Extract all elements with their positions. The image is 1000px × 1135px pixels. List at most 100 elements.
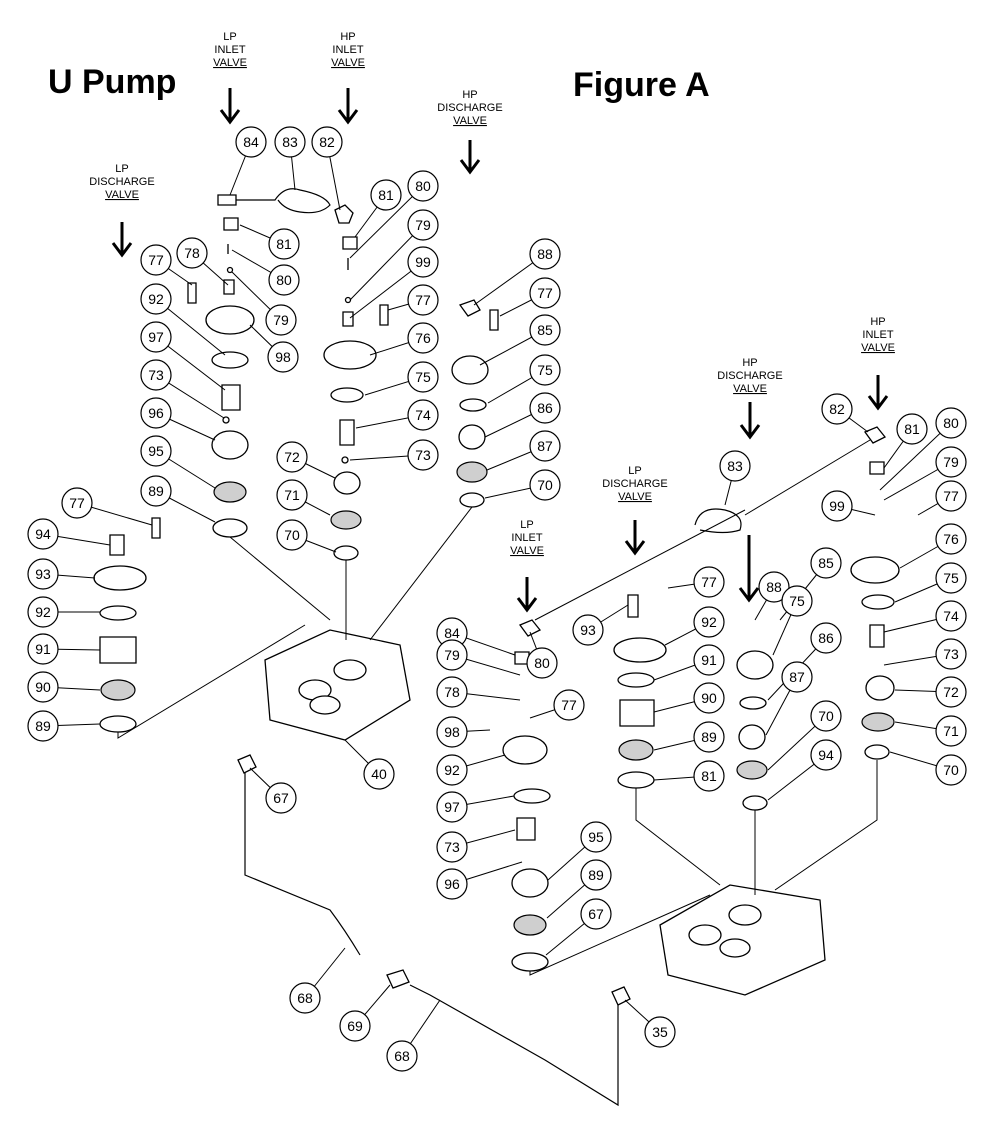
cover-93b [613,637,667,663]
part-balloon-90: 90 [27,671,101,703]
part-balloon-81: 81 [354,179,402,238]
callout-line: HP [462,89,477,101]
part-balloon-98: 98 [249,324,299,373]
sleeve-96b [511,868,549,898]
part-number: 77 [943,488,959,504]
balloon-circle [407,361,439,393]
part-balloon-97: 97 [140,321,226,391]
part-number: 89 [701,729,717,745]
oring-92c [513,788,551,804]
part-balloon-70: 70 [767,700,842,771]
tee-fitting-84 [217,194,237,206]
balloon-circle [140,475,172,507]
balloon-circle [821,490,853,522]
balloon-circle [370,179,402,211]
part-number: 73 [444,839,460,855]
part-number: 73 [148,367,164,383]
part-balloon-86: 86 [484,392,561,438]
part-number: 90 [35,679,51,695]
part-balloon-92: 92 [140,283,226,356]
balloon-circle [407,209,439,241]
down-arrow-icon [337,88,359,125]
part-balloon-95: 95 [547,821,612,881]
balloon-circle [896,413,928,445]
part-balloon-98: 98 [436,716,491,748]
part-number: 75 [943,570,959,586]
part-number: 40 [371,766,387,782]
seat-95 [213,481,247,503]
port-d [688,924,722,946]
leader-line [349,224,424,301]
oring-89d [617,771,655,789]
hose-83b [694,508,742,534]
balloon-circle [758,571,790,603]
callout-line: VALVE [331,57,365,69]
part-number: 80 [943,415,959,431]
leader-89 [229,536,331,621]
balloon-circle [810,700,842,732]
callout-line: VALVE [213,57,247,69]
balloon-circle [580,821,612,853]
part-number: 88 [537,246,553,262]
part-number: 97 [444,799,460,815]
part-number: 70 [943,762,959,778]
part-number: 73 [943,646,959,662]
part-balloon-76: 76 [369,322,439,356]
part-balloon-89: 89 [653,721,725,753]
part-balloon-77: 77 [387,284,439,316]
oring-70 [333,545,359,561]
balloon-circle [935,480,967,512]
hose-line-b [744,439,871,516]
part-number: 79 [444,647,460,663]
balloon-circle [140,321,172,353]
part-number: 81 [904,421,920,437]
part-number: 85 [818,555,834,571]
part-number: 70 [818,708,834,724]
seat-87b [736,760,768,780]
part-number: 89 [588,867,604,883]
seat-90 [100,679,136,701]
callout-line: DISCHARGE [602,478,667,490]
hose-68 [244,772,361,956]
part-number: 92 [444,762,460,778]
part-number: 93 [35,566,51,582]
part-number: 67 [588,906,604,922]
part-balloon-93: 93 [572,604,629,646]
down-arrow-icon [459,140,481,175]
balloon-circle [935,715,967,747]
part-number: 99 [829,498,845,514]
part-balloon-67: 67 [545,898,612,956]
balloon-circle [644,1016,676,1048]
sleeve-96 [211,430,249,460]
balloon-circle [289,982,321,1014]
part-number: 89 [148,483,164,499]
balloon-circle [407,439,439,471]
callout-line: LP [520,519,533,531]
part-balloon-96: 96 [140,397,216,441]
leader-70b [369,506,473,641]
part-balloon-89: 89 [546,859,612,919]
oring-92b [99,605,137,621]
balloon-circle [436,754,468,786]
part-balloon-92: 92 [436,754,506,786]
part-number: 35 [652,1024,668,1040]
part-number: 74 [943,608,959,624]
part-number: 79 [943,454,959,470]
part-balloon-81: 81 [239,224,300,260]
callout-line: INLET [511,532,542,544]
part-number: 91 [35,641,51,657]
part-balloon-75: 75 [772,585,813,656]
sleeve-91b [619,699,655,727]
part-balloon-80: 80 [349,170,439,259]
part-balloon-68: 68 [289,947,346,1014]
part-balloon-74: 74 [355,399,439,431]
part-balloon-96: 96 [436,861,523,900]
right-pump-assembly [502,426,900,996]
part-balloon-94: 94 [767,739,842,801]
part-number: 80 [276,272,292,288]
down-arrow-icon [219,88,241,125]
